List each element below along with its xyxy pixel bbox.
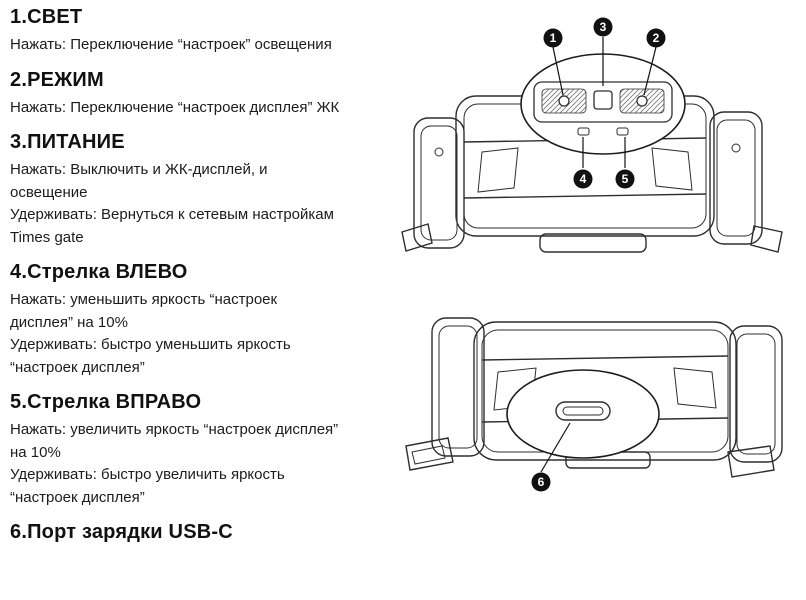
callout-4-marker: 4 <box>573 169 593 189</box>
svg-text:2: 2 <box>653 31 660 45</box>
left-foot <box>405 437 454 471</box>
section-title: 2.РЕЖИМ <box>10 68 104 91</box>
section-line: Нажать: увеличить яркость “настроек дисп… <box>10 421 339 461</box>
svg-text:6: 6 <box>538 475 545 489</box>
svg-text:3: 3 <box>600 20 607 34</box>
callout-1-marker: 1 <box>543 28 563 48</box>
svg-text:4: 4 <box>580 172 587 186</box>
callout-3-marker: 3 <box>593 17 613 37</box>
mode-button-icon <box>636 95 648 107</box>
callout-5-marker: 5 <box>615 169 635 189</box>
section-power: 3.ПИТАНИЕ Нажать: Выключить и ЖК-дисплей… <box>10 131 392 249</box>
callout-6-marker: 6 <box>531 472 551 492</box>
usb-c-port-icon <box>555 401 611 421</box>
callout-line-6 <box>540 422 571 473</box>
section-mode: 2.РЕЖИМ Нажать: Переключение “настроек д… <box>10 69 392 120</box>
section-arrow-right: 5.Стрелка ВПРАВО Нажать: увеличить яркос… <box>10 391 392 509</box>
light-button-icon <box>558 95 570 107</box>
section-title: 4.Стрелка ВЛЕВО <box>10 261 188 283</box>
callout-lines-top <box>552 37 657 168</box>
arrow-left-button-icon <box>577 127 590 136</box>
device-diagrams: 1 3 2 4 5 <box>401 17 783 492</box>
section-line: Нажать: уменьшить яркость “настроек дисп… <box>10 291 278 331</box>
section-line: Удерживать: быстро увеличить яркость “на… <box>10 466 285 506</box>
instructions-panel: 1.СВЕТ Нажать: Переключение “настроек” о… <box>10 6 392 556</box>
section-light: 1.СВЕТ Нажать: Переключение “настроек” о… <box>10 6 392 57</box>
section-title: 3.ПИТАНИЕ <box>10 131 125 153</box>
section-arrow-left: 4.Стрелка ВЛЕВО Нажать: уменьшить яркост… <box>10 261 392 379</box>
left-knob <box>401 223 433 252</box>
section-title: 5.Стрелка ВПРАВО <box>10 391 202 413</box>
section-line: Нажать: Выключить и ЖК-дисплей, и освеще… <box>10 161 268 201</box>
magnifier-usb-port <box>506 369 660 459</box>
section-line: Удерживать: Вернуться к сетевым настройк… <box>10 206 334 246</box>
svg-text:1: 1 <box>550 31 557 45</box>
device-top-view <box>401 95 783 253</box>
section-line: Нажать: Переключение “настроек” освещени… <box>10 36 332 53</box>
section-title: 1.СВЕТ <box>10 6 83 28</box>
section-line: Нажать: Переключение “настроек дисплея” … <box>10 98 340 116</box>
svg-text:5: 5 <box>622 172 629 186</box>
section-title: 6.Порт зарядки USB-C <box>10 521 233 543</box>
section-usb-port: 6.Порт зарядки USB-C <box>10 521 392 544</box>
right-foot <box>727 445 775 478</box>
magnifier-button-panel <box>520 53 686 155</box>
callout-2-marker: 2 <box>646 28 666 48</box>
right-knob <box>750 225 783 253</box>
section-line: Удерживать: быстро уменьшить яркость “на… <box>10 336 291 376</box>
arrow-right-button-icon <box>616 127 629 136</box>
power-button-icon <box>593 90 613 110</box>
